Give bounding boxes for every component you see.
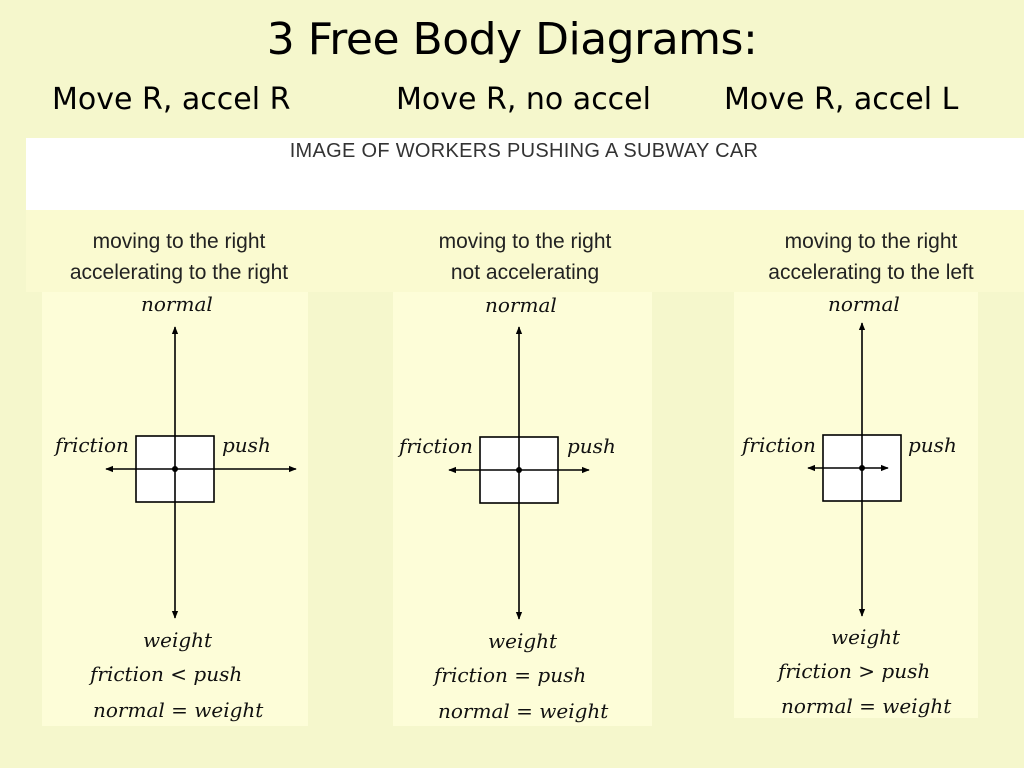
diagram-2-caption: moving to the right not accelerating: [372, 226, 678, 284]
diagram-3-caption-line1: moving to the right: [784, 230, 958, 253]
diagram-2-relation-1: friction = push: [434, 663, 587, 687]
diagram-panel-3: [734, 292, 978, 718]
diagram-3-friction-label: friction: [742, 433, 816, 457]
diagram-1-caption-line2: accelerating to the right: [69, 261, 289, 284]
diagram-1-normal-label: normal: [141, 292, 213, 316]
caption-band: [26, 210, 1024, 292]
diagram-1-weight-label: weight: [143, 628, 213, 652]
diagram-3-relation-1: friction > push: [778, 659, 931, 683]
diagram-1-relation-1: friction < push: [90, 662, 243, 686]
diagram-3-drawing: [807, 322, 902, 617]
subtitle-no-accel: Move R, no accel: [396, 82, 651, 117]
diagram-2-caption-line2: not accelerating: [450, 261, 600, 284]
diagram-1-friction-label: friction: [55, 433, 129, 457]
diagram-1-relation-2: normal = weight: [93, 698, 264, 722]
diagram-3-weight-label: weight: [831, 625, 901, 649]
diagram-3-push-label: push: [908, 433, 957, 457]
diagram-1-center-dot: [172, 466, 178, 472]
diagram-2-relation-2: normal = weight: [438, 699, 609, 723]
diagram-3-relation-2: normal = weight: [781, 694, 952, 718]
slide-title: 3 Free Body Diagrams:: [266, 14, 758, 65]
banner-caption: IMAGE OF WORKERS PUSHING A SUBWAY CAR: [289, 140, 759, 162]
diagram-1-drawing: [105, 326, 297, 619]
diagram-2-caption-line1: moving to the right: [438, 230, 612, 253]
diagram-3-normal-label: normal: [828, 292, 900, 316]
diagram-3-caption-line2: accelerating to the left: [768, 261, 974, 284]
diagram-2-drawing: [448, 326, 590, 620]
diagram-2-push-label: push: [567, 434, 616, 458]
diagram-3-center-dot: [859, 465, 865, 471]
diagram-1-caption-line1: moving to the right: [92, 230, 266, 253]
diagram-2-friction-label: friction: [399, 434, 473, 458]
diagram-2-normal-label: normal: [485, 293, 557, 317]
subtitle-accel-right: Move R, accel R: [52, 82, 291, 117]
image-banner: [26, 138, 1024, 210]
diagram-2-center-dot: [516, 467, 522, 473]
diagram-2-weight-label: weight: [488, 629, 558, 653]
diagram-1-caption: moving to the right accelerating to the …: [26, 226, 332, 284]
diagram-1-push-label: push: [222, 433, 271, 457]
diagram-3-caption: moving to the right accelerating to the …: [718, 226, 1024, 284]
diagram-panel-2: [393, 292, 652, 726]
subtitle-accel-left: Move R, accel L: [724, 82, 959, 117]
